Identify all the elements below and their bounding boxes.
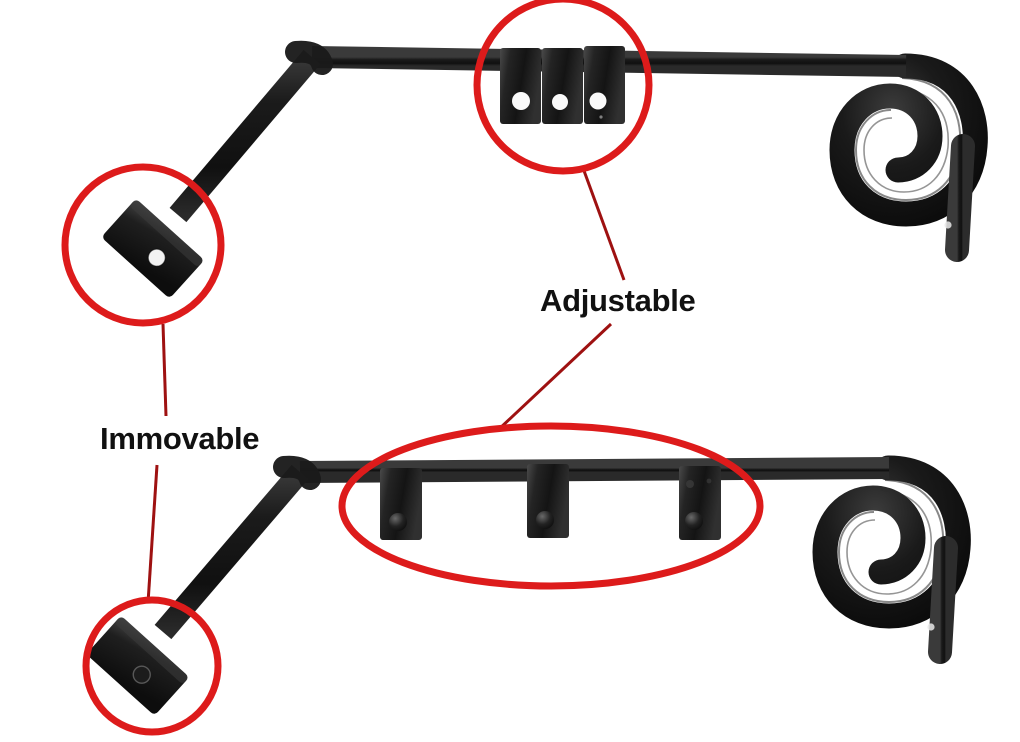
leader-immovable-bottom: [146, 464, 159, 604]
bracket: [527, 464, 569, 538]
highlight-bottom-brackets: [338, 422, 764, 590]
upper-finial-screw-hole: [944, 221, 952, 229]
highlight-bottom-endplate: [82, 596, 222, 736]
highlight-top-endplate: [61, 163, 225, 327]
lower-end-plate: [88, 617, 188, 714]
lower-coil-finial: [812, 455, 971, 664]
bracket: [584, 46, 625, 124]
annotation-label-adjustable: Adjustable: [540, 283, 696, 318]
annotation-label-immovable: Immovable: [100, 421, 260, 456]
lower-bracket-group: [380, 464, 721, 540]
upper-coil-finial: [829, 53, 988, 262]
upper-bracket-group: [500, 46, 625, 124]
bracket: [500, 48, 541, 124]
bracket: [380, 468, 422, 540]
bracket: [542, 48, 583, 124]
leader-adjustable-bottom: [496, 322, 613, 432]
highlight-top-brackets: [473, 0, 653, 175]
upper-rod-assembly: [103, 40, 988, 297]
lower-finial-screw-hole: [927, 623, 935, 631]
leader-adjustable-top: [581, 167, 626, 281]
leader-immovable-top: [161, 323, 168, 417]
upper-end-plate: [103, 200, 203, 297]
lower-rod-assembly: [88, 455, 971, 714]
bracket: [679, 466, 721, 540]
annotation-overlay: [61, 0, 764, 736]
